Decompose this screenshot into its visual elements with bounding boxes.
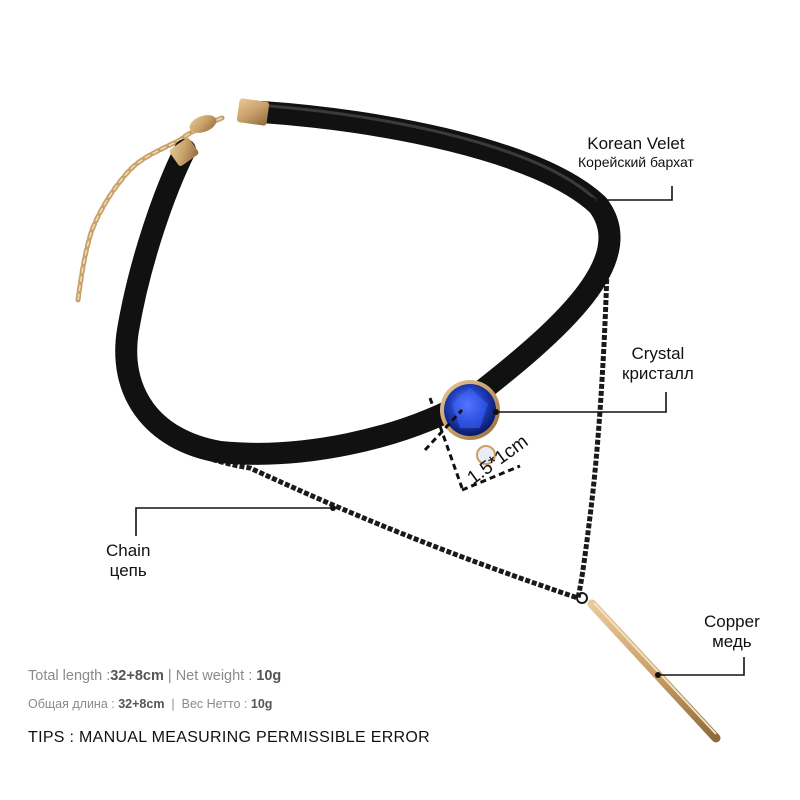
spec-ru-length-label: Общая длина : — [28, 697, 115, 711]
chain-strand-right — [575, 229, 611, 599]
callout-dot-velvet — [589, 197, 595, 203]
spec-length-label: Total length : — [28, 668, 111, 684]
spec-ru-weight-value: 10g — [250, 697, 273, 711]
velvet-band-sheen — [268, 104, 598, 202]
label-chain: Chain цепь — [106, 541, 150, 580]
copper-bar — [587, 599, 721, 743]
band-end-cap-left — [169, 138, 199, 166]
small-crystal — [476, 445, 496, 465]
measure-guide-1 — [428, 397, 464, 489]
measure-guide-3 — [461, 464, 521, 492]
callout-dot-copper — [655, 672, 661, 678]
band-end-cap — [236, 98, 270, 126]
callout-velvet — [592, 186, 673, 201]
spec-separator: | — [163, 668, 176, 684]
spec-ru-weight-label: Вес Нетто : — [181, 697, 248, 711]
label-copper-ru: медь — [712, 631, 752, 651]
measure-guide-2 — [423, 408, 464, 452]
label-chain-ru: цепь — [109, 560, 147, 580]
callout-crystal — [496, 392, 667, 413]
tips-note: TIPS : MANUAL MEASURING PERMISSIBLE ERRO… — [28, 729, 431, 746]
label-velvet-en: Korean Velet — [587, 134, 685, 153]
specs-russian: Общая длина : 32+8cm | Вес Нетто : 10g — [28, 697, 272, 711]
callout-dot-crystal — [493, 409, 499, 415]
callout-chain — [135, 507, 333, 536]
copper-bar-highlight — [593, 602, 717, 735]
label-copper: Copper медь — [704, 612, 760, 651]
callout-dot-chain — [330, 505, 336, 511]
spec-weight-value: 10g — [256, 668, 282, 684]
label-korean-velvet: Korean Velet Корейский бархат — [578, 134, 694, 170]
label-copper-en: Copper — [704, 612, 760, 631]
spec-length-value: 32+8cm — [110, 668, 164, 684]
lobster-clasp — [189, 115, 217, 133]
callout-copper — [658, 657, 745, 676]
label-chain-en: Chain — [106, 541, 151, 560]
extender-chain-highlight — [77, 117, 223, 301]
label-crystal-en: Crystal — [631, 344, 685, 363]
specs-english: Total length :32+8cm | Net weight : 10g — [28, 668, 281, 684]
label-velvet-ru: Корейский бархат — [578, 153, 694, 170]
spec-weight-label: Net weight : — [175, 668, 257, 684]
label-crystal-ru: кристалл — [622, 363, 694, 383]
spec-ru-separator: | — [164, 697, 179, 711]
crystal-facet — [452, 388, 488, 428]
bar-jump-ring — [576, 592, 588, 604]
label-crystal: Crystal кристалл — [622, 344, 694, 383]
velvet-band — [115, 101, 621, 465]
spec-ru-length-value: 32+8cm — [118, 697, 165, 711]
